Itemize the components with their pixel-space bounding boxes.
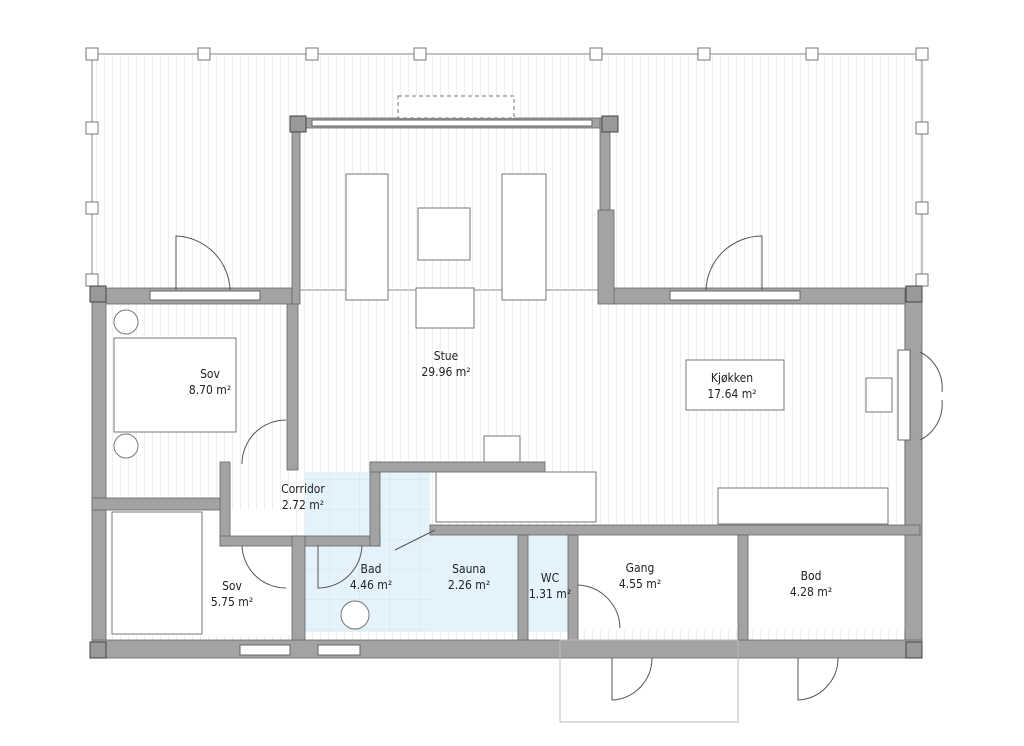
room-area: 1.31 m² — [528, 587, 572, 601]
doors — [175, 235, 943, 723]
room-label-stue: Stue 29.96 m² — [421, 348, 470, 380]
room-name: Sauna — [452, 562, 486, 576]
room-name: Corridor — [281, 482, 325, 496]
bad-floor — [305, 472, 430, 632]
deck-posts — [85, 47, 929, 287]
sauna-floor — [430, 535, 520, 632]
room-area: 4.28 m² — [789, 585, 833, 599]
room-label-wc: WC 1.31 m² — [529, 570, 571, 602]
room-area: 4.46 m² — [349, 578, 393, 592]
room-name: WC — [540, 571, 560, 585]
windows — [149, 119, 911, 656]
room-label-bad: Bad 4.46 m² — [350, 561, 392, 593]
room-label-sov: Sov 8.70 m² — [189, 366, 231, 398]
room-label-corridor: Corridor 2.72 m² — [281, 481, 325, 513]
wc-floor — [528, 535, 570, 632]
furniture — [111, 95, 893, 635]
room-area: 17.64 m² — [707, 387, 757, 401]
room-name: Bad — [360, 562, 382, 576]
room-label-kjokken: Kjøkken 17.64 m² — [707, 370, 756, 402]
room-area: 5.75 m² — [210, 595, 254, 609]
room-area: 2.72 m² — [281, 498, 325, 512]
room-area: 4.55 m² — [618, 577, 662, 591]
room-name: Sov — [222, 579, 242, 593]
room-area: 8.70 m² — [188, 383, 232, 397]
room-name: Bod — [800, 569, 822, 583]
room-label-bod: Bod 4.28 m² — [790, 568, 832, 600]
room-label-sauna: Sauna 2.26 m² — [448, 561, 490, 593]
room-area: 2.26 m² — [447, 578, 491, 592]
room-area: 29.96 m² — [421, 365, 471, 379]
room-name: Stue — [433, 349, 459, 363]
room-name: Sov — [200, 367, 220, 381]
room-name: Kjøkken — [710, 371, 754, 385]
room-label-sov-2: Sov 5.75 m² — [211, 578, 253, 610]
corner-posts — [89, 115, 923, 659]
room-name: Gang — [625, 561, 655, 575]
room-label-gang: Gang 4.55 m² — [619, 560, 661, 592]
